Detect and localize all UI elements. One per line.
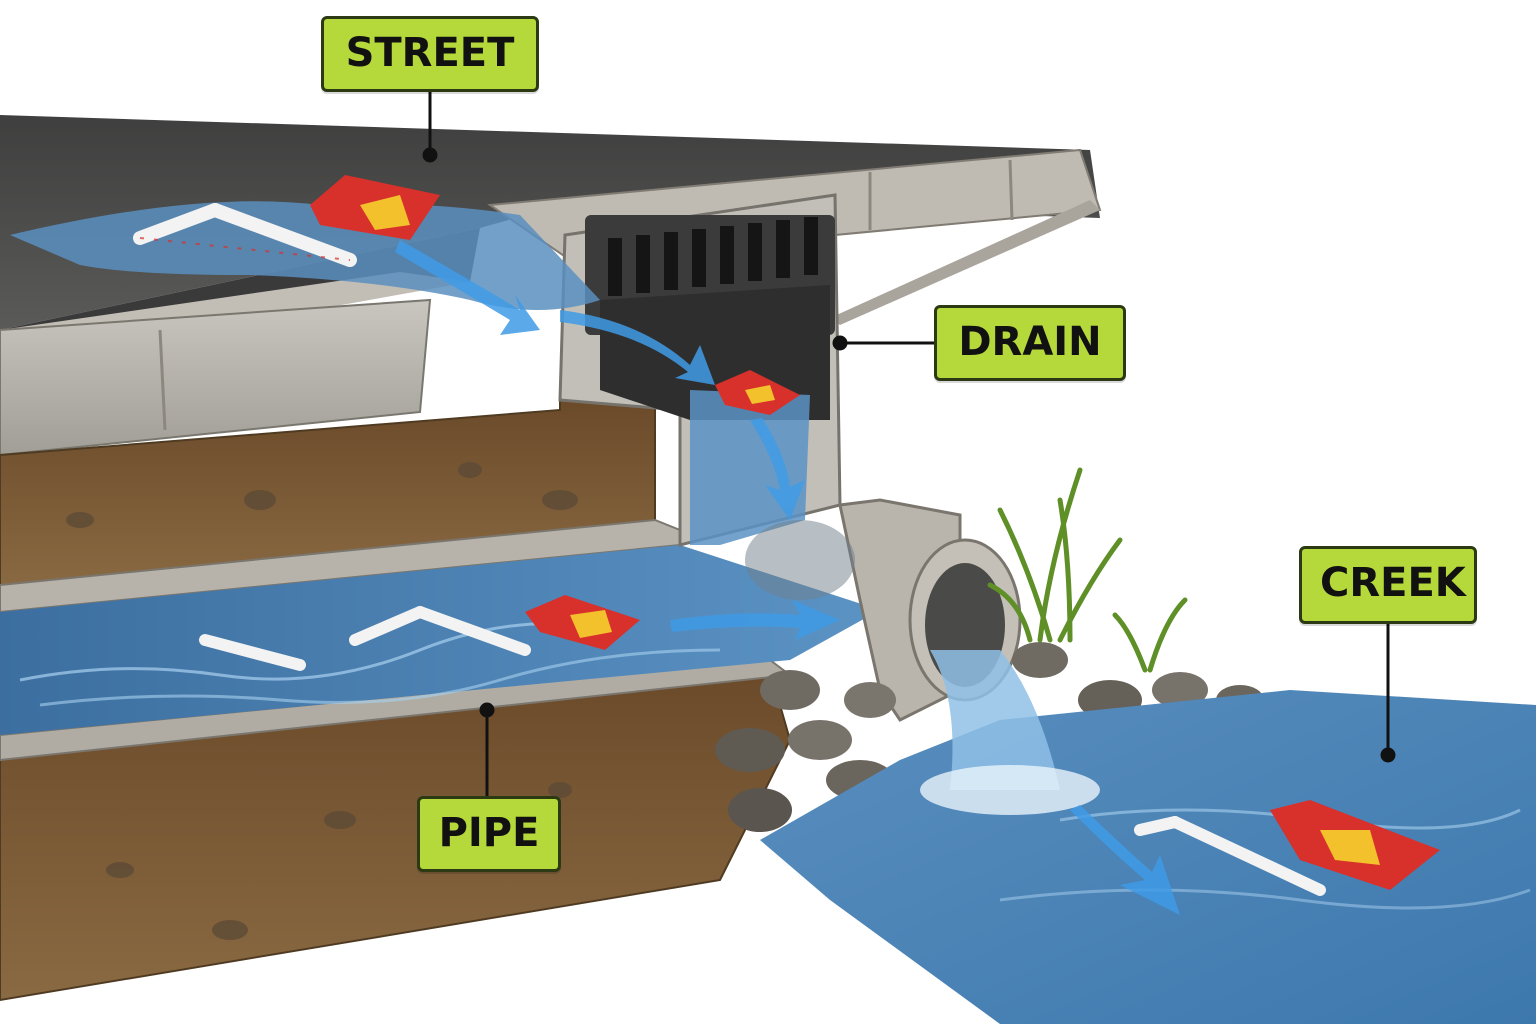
snack-wrapper-litter-icon bbox=[525, 595, 640, 650]
rocks bbox=[715, 642, 1264, 832]
snack-wrapper-litter-icon bbox=[1270, 800, 1440, 890]
straw-litter-icon bbox=[349, 606, 531, 656]
flow-arrow-icon bbox=[750, 418, 805, 520]
pipe-water bbox=[0, 545, 880, 735]
soil-layers bbox=[0, 398, 792, 1002]
pipe-label: PIPE bbox=[417, 796, 561, 872]
leader-lines bbox=[422, 92, 1396, 796]
outfall-waterfall bbox=[920, 650, 1100, 815]
street-label: STREET bbox=[321, 16, 539, 92]
storm-grate-icon bbox=[608, 217, 818, 296]
flow-arrow-icon bbox=[1070, 805, 1180, 915]
flow-arrow-icon bbox=[395, 240, 540, 335]
flow-arrows bbox=[395, 240, 1180, 915]
straw-litter-icon bbox=[199, 634, 306, 671]
straw-litter-icon bbox=[133, 203, 357, 267]
creek-label: CREEK bbox=[1299, 546, 1477, 624]
snack-wrapper-litter-icon bbox=[310, 175, 440, 240]
flow-arrow-icon bbox=[560, 310, 715, 385]
grass bbox=[987, 467, 1188, 673]
drain-label: DRAIN bbox=[934, 305, 1126, 381]
flow-arrow-icon bbox=[670, 600, 840, 640]
snack-wrapper-litter-icon bbox=[715, 370, 800, 415]
straw-litter-icon bbox=[1134, 816, 1326, 896]
